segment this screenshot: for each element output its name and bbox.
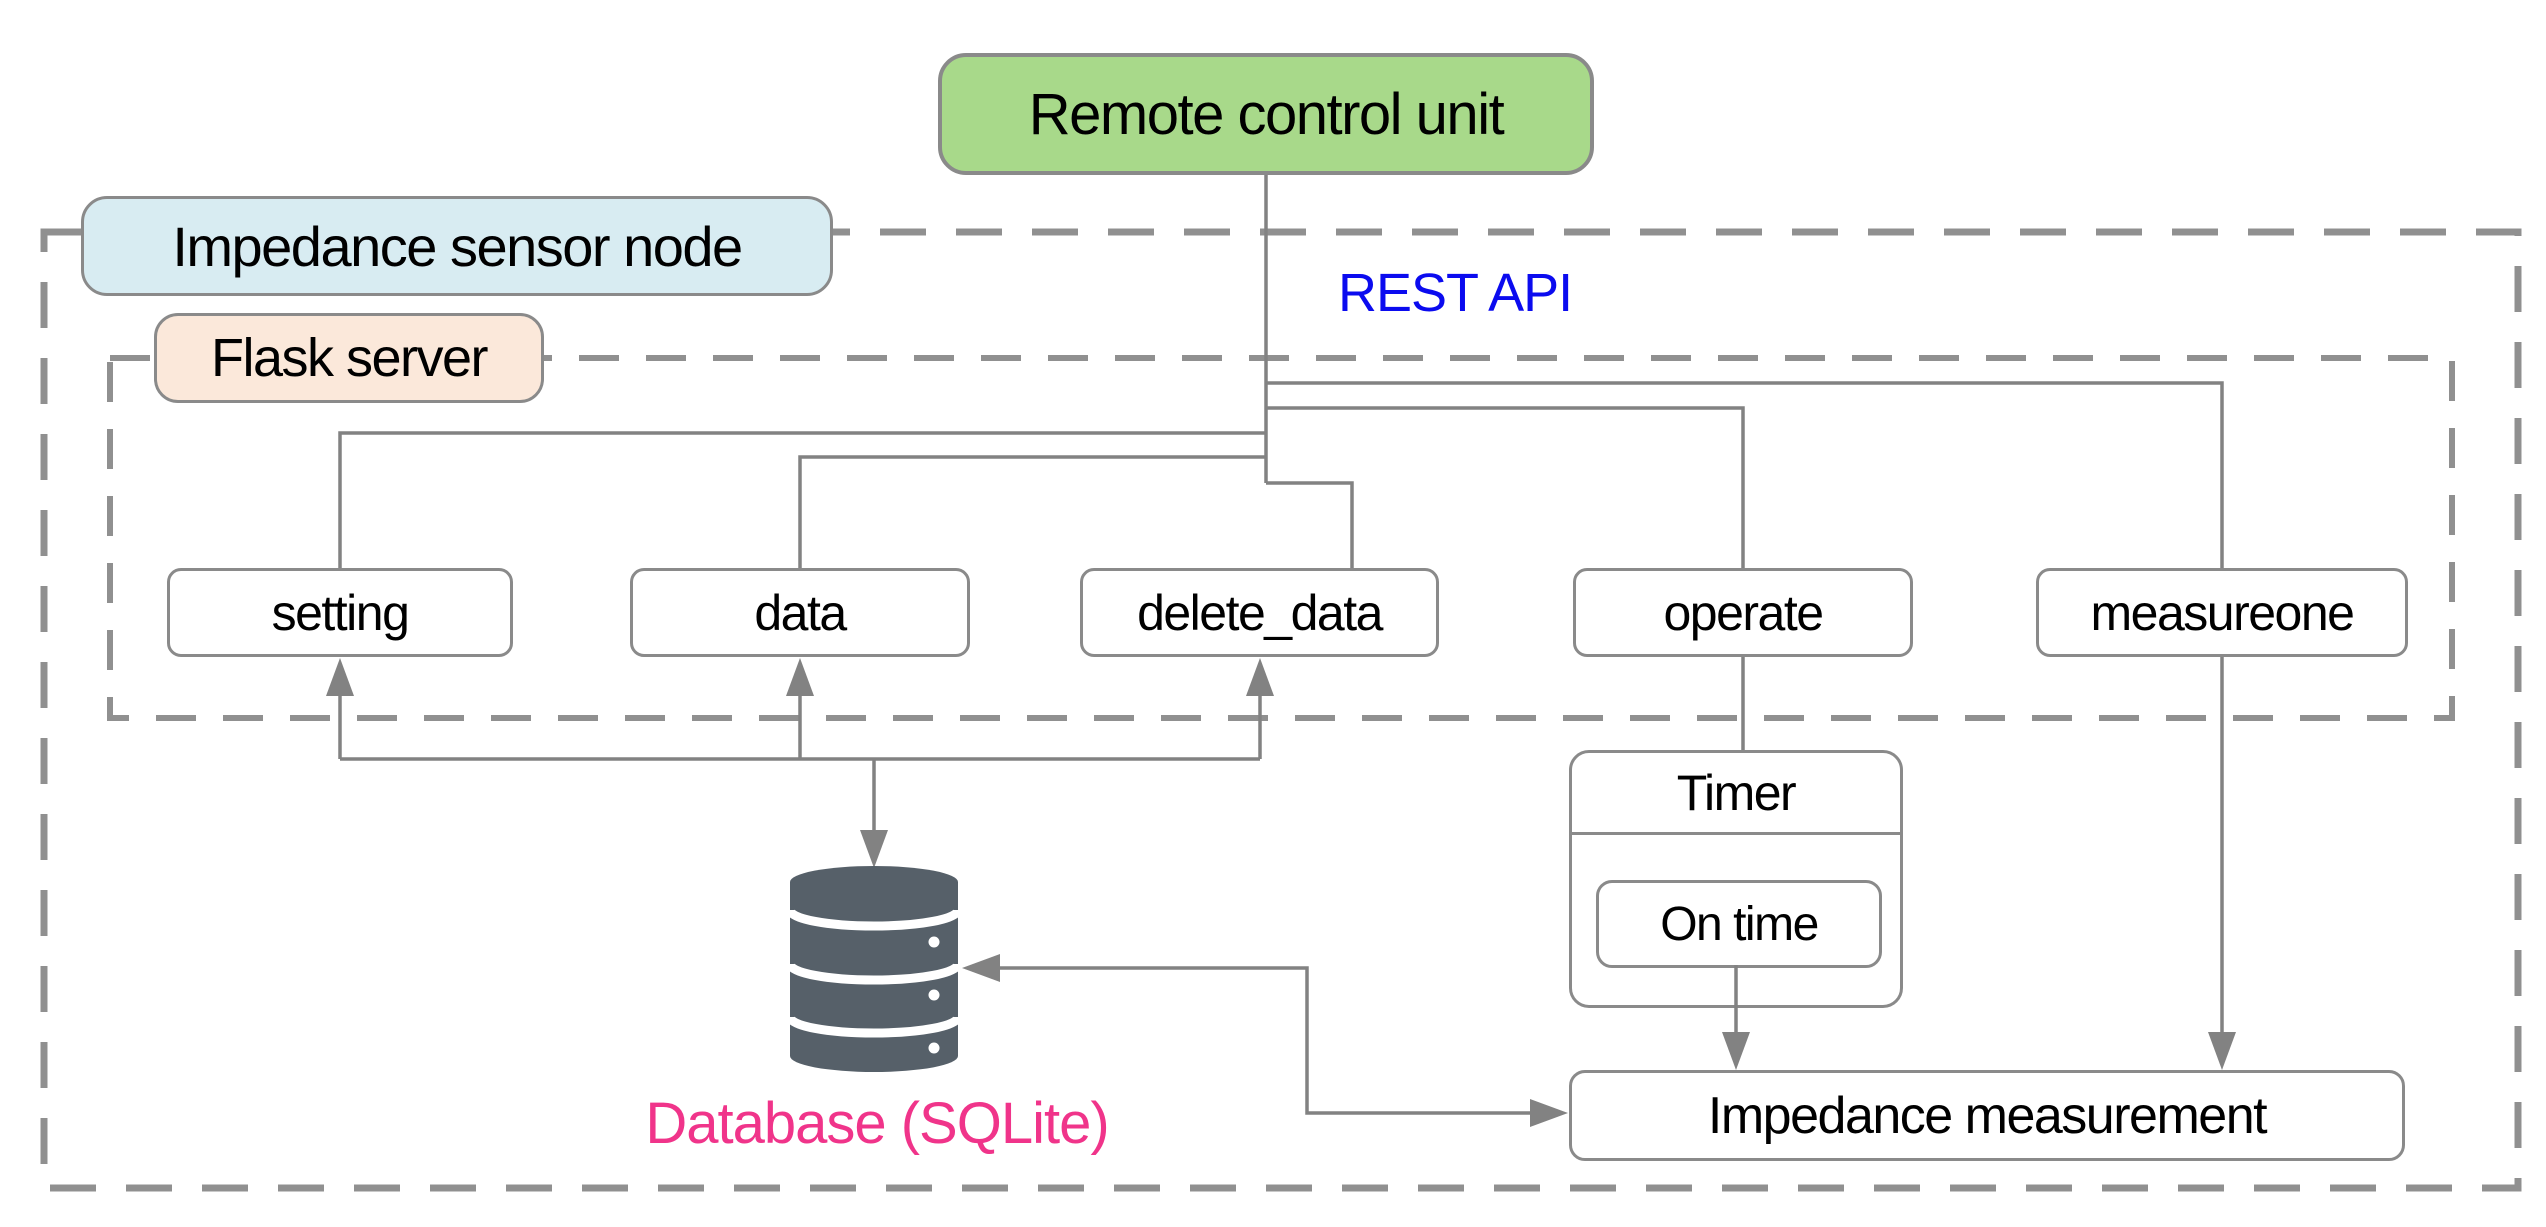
flask-server-boundary	[107, 355, 2455, 721]
arrowhead-right-into-impedance	[1530, 1099, 1568, 1127]
endpoint-box-measureone: measureone	[2036, 568, 2408, 657]
arrowhead-up-delete-data	[1246, 658, 1274, 696]
on-time-box: On time	[1596, 880, 1882, 968]
arrowhead-left-into-database	[962, 954, 1000, 982]
rest-api-label: REST API	[1338, 263, 1573, 323]
timer-box: Timer On time	[1569, 750, 1903, 1008]
endpoint-box-data: data	[630, 568, 970, 657]
connector-database-impedance	[998, 966, 1532, 1115]
database-label: Database (SQLite)	[645, 1091, 1109, 1156]
arrowhead-down-impedance-from-measureone	[2208, 1032, 2236, 1070]
connector-branch-setting	[338, 431, 1266, 568]
arrowhead-up-data	[786, 658, 814, 696]
connector-branch-data	[798, 455, 1266, 568]
arrowhead-down-database	[860, 830, 888, 868]
connector-branch-operate	[1266, 406, 1745, 568]
arrowhead-up-setting	[326, 658, 354, 696]
node-remote-control-unit: Remote control unit	[938, 53, 1594, 175]
endpoint-box-operate: operate	[1573, 568, 1913, 657]
container-label-impedance-sensor-node: Impedance sensor node	[81, 196, 833, 296]
endpoint-box-delete-data: delete_data	[1080, 568, 1439, 657]
container-label-flask-server: Flask server	[154, 313, 544, 403]
database-cylinder-icon	[788, 866, 960, 1072]
timer-title: Timer	[1572, 753, 1900, 835]
impedance-measurement-box: Impedance measurement	[1569, 1070, 2405, 1161]
connector-branch-delete-data	[1266, 481, 1354, 568]
impedance-sensor-node-boundary	[40, 228, 2522, 1192]
connector-branch-measureone	[1266, 381, 2224, 568]
endpoint-box-setting: setting	[167, 568, 513, 657]
